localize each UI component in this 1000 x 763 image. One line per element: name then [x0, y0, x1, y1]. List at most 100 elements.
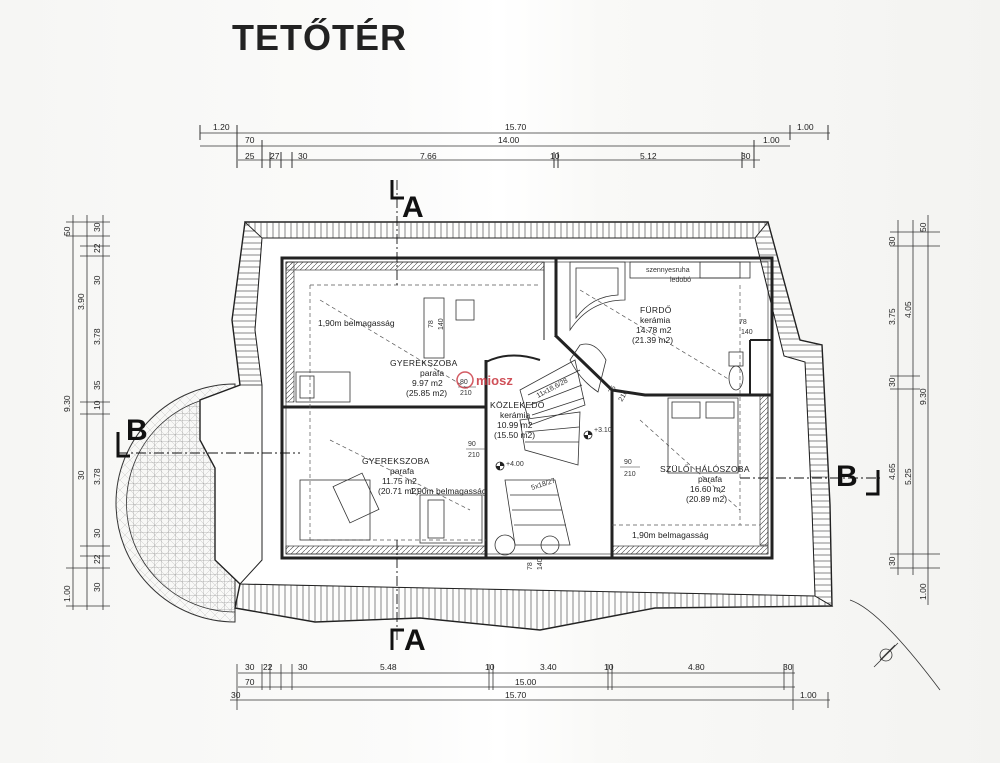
bot-dim-2-a: 70: [245, 677, 255, 687]
section-a-marker: A A: [390, 180, 426, 657]
room-hall: KÖZLEKEDŐ kerámia 10.99 m2 (15.50 m2): [490, 400, 544, 440]
top-dim-2-right: 1.00: [763, 135, 780, 145]
section-a-top-label: A: [402, 191, 424, 224]
section-b-left-label: B: [126, 414, 148, 447]
top-dim-3-g: 30: [741, 151, 751, 161]
room-kids-2-area: 11.75 m2: [382, 476, 417, 486]
bot-dim-1-b: 22: [263, 662, 273, 672]
left-middle-dim-8: 22: [92, 554, 102, 564]
stair-window-width: 78: [527, 562, 534, 570]
room-bath-floor: kerámia: [640, 315, 671, 325]
right-middle-dim-3: 30: [887, 377, 897, 387]
bot-dim-3-c: 1.00: [800, 690, 817, 700]
top-dim-1-right: 1.00: [797, 122, 814, 132]
room-master: SZÜLŐI HÁLÓSZOBA parafa 16.60 m2 (20.89 …: [660, 464, 750, 504]
right-middle-dim-4: 4.65: [887, 463, 897, 480]
level-value-2: +4.00: [506, 461, 524, 468]
left-dimension-lines: [66, 215, 110, 610]
level-value-1: +3.10: [594, 427, 612, 434]
bot-dim-1-c: 30: [298, 662, 308, 672]
room-kids-2-floor: parafa: [390, 466, 414, 476]
room-master-area: 16.60 m2: [690, 484, 726, 494]
room-kids-2: GYEREKSZOBA parafa 11.75 m2 (20.71 m2): [362, 456, 429, 496]
laundry-chute-line1: szennyesruha: [646, 267, 690, 274]
left-inner-dim-1: 3.78: [92, 328, 102, 345]
section-b-marker: B B: [116, 414, 880, 496]
left-middle-dim-2: 22: [92, 243, 102, 253]
room-kids-2-gross: (20.71 m2): [378, 486, 419, 496]
room-bath: FÜRDŐ kerámia 14.78 m2 (21.39 m2): [632, 305, 673, 345]
room-master-floor: parafa: [698, 474, 722, 484]
door2-width: 90: [468, 441, 476, 448]
window-height: 140: [438, 318, 445, 330]
door2-height: 210: [468, 452, 480, 459]
right-middle-dim-2: 3.75: [887, 308, 897, 325]
right-outer-dim-2: 9.30: [918, 388, 928, 405]
left-outer-dim-2: 9.30: [62, 395, 72, 412]
door1-width: 80: [460, 379, 468, 386]
door4-width: 75: [608, 385, 618, 395]
bot-dim-1-f: 3.40: [540, 662, 557, 672]
room-bath-name: FÜRDŐ: [640, 305, 672, 315]
left-outer-dim-1: 50: [62, 226, 72, 236]
right-dimension-lines: [890, 215, 940, 605]
bot-dim-1-i: 30: [783, 662, 793, 672]
bottom-dimension-lines: [230, 664, 830, 710]
room-kids-1-area: 9.97 m2: [412, 378, 443, 388]
section-b-right-label: B: [836, 460, 858, 493]
laundry-chute-line2: ledobó: [670, 277, 691, 284]
right-inner-dim-2: 5.25: [903, 468, 913, 485]
top-dim-1-total: 15.70: [505, 122, 527, 132]
bot-dim-1-d: 5.48: [380, 662, 397, 672]
section-a-bottom-label: A: [404, 624, 426, 657]
top-dim-3-d: 7.66: [420, 151, 437, 161]
furniture: [295, 261, 751, 556]
left-middle-dim-3: 30: [92, 275, 102, 285]
left-outer-dim-3: 1.00: [62, 585, 72, 602]
window-width: 78: [428, 320, 435, 328]
top-dim-3-f: 5.12: [640, 151, 657, 161]
door3-width: 90: [624, 459, 632, 466]
bath-window-width: 78: [739, 319, 747, 326]
top-dim-2-mid: 14.00: [498, 135, 520, 145]
bot-dim-1-a: 30: [245, 662, 255, 672]
bath-window-height: 140: [741, 329, 753, 336]
bot-dim-1-e: 10: [485, 662, 495, 672]
right-outer-dim-3: 1.00: [918, 583, 928, 600]
door1-height: 210: [460, 390, 472, 397]
room-master-gross: (20.89 m2): [686, 494, 727, 504]
watermark-text: miosz: [476, 373, 513, 388]
left-middle-dim-1: 30: [92, 222, 102, 232]
left-middle-dim-6: 30: [76, 470, 86, 480]
door3-height: 210: [624, 471, 636, 478]
level-marker-1: +3.10: [583, 427, 612, 440]
headroom-note-1: 1,90m belmagasság: [318, 318, 395, 328]
stair-window-height: 140: [537, 558, 544, 570]
door4-height: 210: [618, 389, 630, 403]
left-inner-dim-4: 3.78: [92, 468, 102, 485]
north-arrow-icon: [849, 599, 941, 691]
top-dim-1-left: 1.20: [213, 122, 230, 132]
room-hall-gross: (15.50 m2): [494, 430, 535, 440]
plan-title: TETŐTÉR: [232, 16, 407, 58]
top-dim-3-b: 27: [270, 151, 280, 161]
level-marker-2: +4.00: [495, 461, 524, 471]
room-kids-1: GYEREKSZOBA parafa 9.97 m2 (25.85 m2): [390, 358, 457, 398]
left-inner-dim-3: 10: [92, 400, 102, 410]
room-bath-gross: (21.39 m2): [632, 335, 673, 345]
top-dim-3-e: 10: [550, 151, 560, 161]
opening-labels: 78 140 80 210 90 210 90 210 75 210 78 14…: [428, 318, 753, 570]
bot-dim-2-b: 15.00: [515, 677, 537, 687]
bot-dim-3-a: 30: [231, 690, 241, 700]
bot-dim-3-b: 15.70: [505, 690, 527, 700]
right-middle-dim-1: 30: [887, 236, 897, 246]
headroom-note-2: 1,90m belmagasság: [410, 486, 487, 496]
left-inner-dim-2: 35: [92, 380, 102, 390]
right-middle-dim-5: 30: [887, 556, 897, 566]
top-dim-2-left: 70: [245, 135, 255, 145]
bot-dim-1-h: 4.80: [688, 662, 705, 672]
room-kids-1-gross: (25.85 m2): [406, 388, 447, 398]
top-dim-3-c: 30: [298, 151, 308, 161]
